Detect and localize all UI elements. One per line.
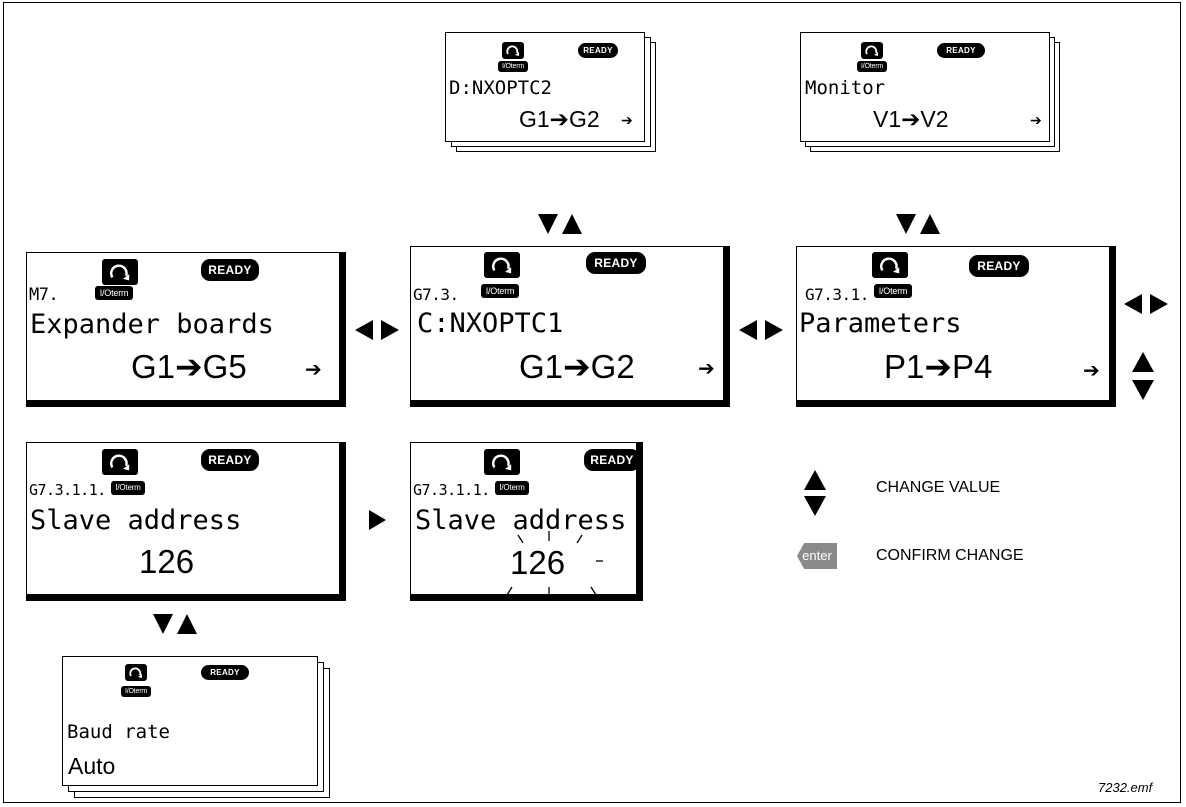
panel-title: Expander boards (30, 309, 274, 340)
io-term-badge: I/Oterm (111, 481, 145, 495)
panel-parameters: I/Oterm READY G7.3.1. Parameters P1➔P4 ➔ (796, 246, 1116, 407)
ready-badge: READY (586, 252, 646, 274)
up-down-arrows-icon (1132, 352, 1154, 400)
panel-expander-boards: I/Oterm READY M7. Expander boards G1➔G5 … (26, 252, 346, 407)
panel-title: Slave address (415, 505, 627, 536)
panel-range: G1➔G2 (519, 348, 635, 385)
rotation-arrow-icon (872, 252, 908, 278)
left-right-arrows-icon (739, 320, 783, 340)
panel-nxoptc1: I/Oterm READY G7.3. C:NXOPTC1 G1➔G2 ➔ (410, 246, 730, 407)
io-term-badge: I/Oterm (495, 481, 529, 495)
io-term-badge: I/Oterm (121, 686, 151, 697)
rotation-arrow-icon (484, 449, 520, 475)
panel-baud-rate: I/Oterm READY Baud rate Auto (62, 656, 318, 786)
panel-range: P1➔P4 (884, 348, 993, 385)
rotation-arrow-icon (502, 42, 524, 59)
parameter-value-blinking: 126 (510, 544, 566, 581)
rotation-arrow-icon (861, 42, 883, 59)
panel-slave-address-edit: I/Oterm READY G7.3.1.1. Slave address 12… (410, 442, 643, 601)
panel-title: Parameters (799, 308, 962, 339)
io-term-badge: I/Oterm (874, 284, 912, 298)
menu-code: M7. (29, 285, 59, 305)
parameter-value: 126 (139, 543, 195, 580)
ready-badge: READY (578, 43, 618, 58)
enter-key-icon: enter (797, 543, 837, 569)
ready-badge: READY (201, 665, 249, 680)
right-arrow-icon (369, 510, 386, 530)
panel-range: G1➔G5 (131, 348, 247, 385)
panel-title: Slave address (30, 505, 242, 536)
panel-range: V1➔V2 (873, 106, 949, 132)
io-term-badge: I/Oterm (95, 286, 133, 300)
panel-monitor: I/Oterm READY Monitor V1➔V2 ➔ (800, 32, 1050, 142)
down-up-arrows-icon (538, 214, 582, 234)
submenu-arrow-icon: ➔ (621, 112, 633, 128)
panel-nxoptc2: I/Oterm READY D:NXOPTC2 G1➔G2 ➔ (445, 32, 645, 142)
legend-confirm-change: CONFIRM CHANGE (876, 547, 1024, 564)
ready-badge: READY (201, 259, 259, 281)
panel-title: Baud rate (67, 721, 170, 743)
panel-slave-address: I/Oterm READY G7.3.1.1. Slave address 12… (26, 442, 346, 601)
submenu-arrow-icon: ➔ (698, 358, 715, 380)
panel-title: Monitor (805, 77, 886, 99)
ready-badge: READY (969, 255, 1029, 277)
menu-code: G7.3.1.1. (29, 481, 106, 499)
rotation-arrow-icon (125, 664, 147, 681)
left-right-arrows-icon (1124, 294, 1168, 314)
file-name-label: 7232.emf (1098, 780, 1153, 795)
left-right-arrows-icon (355, 320, 399, 340)
rotation-arrow-icon (102, 449, 138, 475)
up-down-arrows-icon (804, 470, 826, 516)
diagram-frame (3, 2, 1181, 803)
menu-code: G7.3. (413, 285, 459, 304)
ready-badge: READY (584, 449, 640, 471)
io-term-badge: I/Oterm (481, 284, 519, 298)
io-term-badge: I/Oterm (857, 61, 887, 72)
ready-badge: READY (201, 449, 259, 471)
io-term-badge: I/Oterm (498, 61, 528, 72)
submenu-arrow-icon: ➔ (1083, 360, 1100, 382)
down-up-arrows-icon (896, 214, 940, 234)
menu-code: G7.3.1.1. (413, 481, 490, 499)
panel-title: D:NXOPTC2 (449, 77, 552, 99)
submenu-arrow-icon: ➔ (305, 359, 322, 381)
blink-rays-icon (506, 531, 603, 597)
down-up-arrows-icon (153, 614, 197, 634)
submenu-arrow-icon: ➔ (1030, 112, 1042, 128)
rotation-arrow-icon (102, 259, 138, 285)
ready-badge: READY (937, 43, 985, 58)
rotation-arrow-icon (484, 252, 520, 278)
panel-range: G1➔G2 (519, 106, 600, 132)
menu-code: G7.3.1. (805, 285, 869, 304)
panel-title: C:NXOPTC1 (417, 308, 564, 339)
parameter-value: Auto (68, 753, 116, 779)
legend-change-value: CHANGE VALUE (876, 479, 1001, 496)
